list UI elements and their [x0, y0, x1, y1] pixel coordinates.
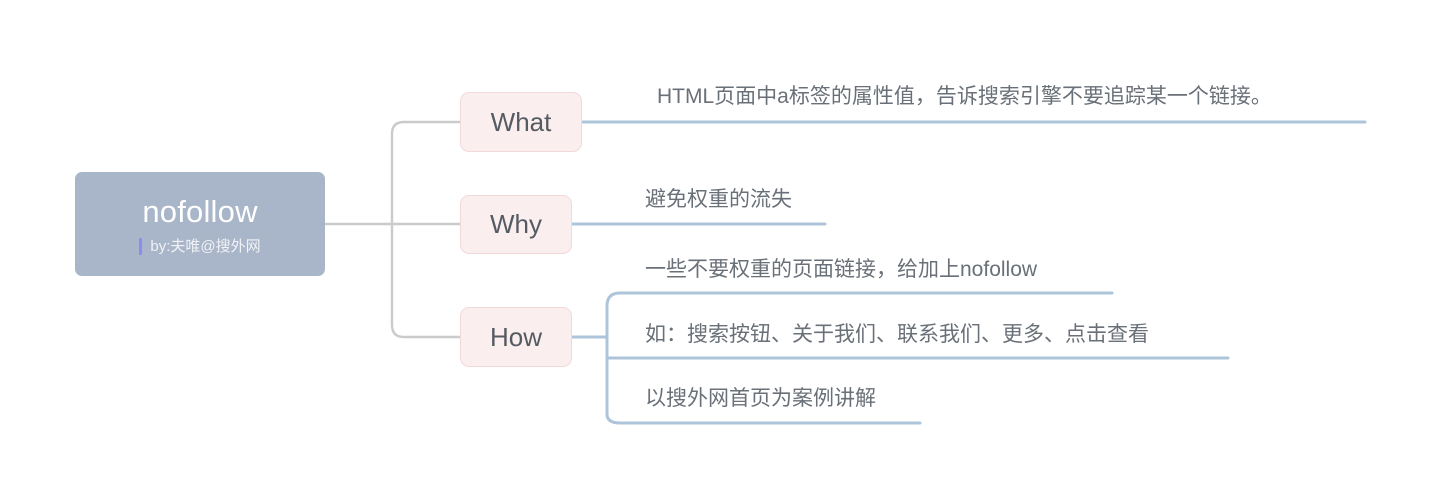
root-title: nofollow — [142, 193, 258, 229]
branch-node-how[interactable]: How — [460, 307, 572, 367]
leaf-text-how-3[interactable]: 以搜外网首页为案例讲解 — [645, 387, 876, 410]
leaf-text-how-2[interactable]: 如：搜索按钮、关于我们、联系我们、更多、点击查看 — [645, 323, 1149, 346]
root-subtitle: by:夫唯@搜外网 — [150, 237, 261, 255]
root-subtitle-group: by:夫唯@搜外网 — [139, 237, 261, 256]
root-node[interactable]: nofollow by:夫唯@搜外网 — [75, 172, 325, 276]
how-child1-underline — [605, 291, 1114, 308]
root-branch-to-what — [390, 120, 462, 226]
leaf-text-what-1[interactable]: HTML页面中a标签的属性值，告诉搜索引擎不要追踪某一个链接。 — [657, 85, 1272, 108]
root-branch-to-how — [390, 222, 462, 339]
leaf-text-how-1[interactable]: 一些不要权重的页面链接，给加上nofollow — [645, 258, 1038, 281]
leaf-text-why-1[interactable]: 避免权重的流失 — [645, 188, 792, 211]
root-connector-group — [323, 120, 462, 339]
accent-bar-icon — [139, 238, 143, 255]
branch-node-what[interactable]: What — [460, 92, 582, 152]
how-child3-underline — [605, 412, 922, 425]
branch-node-why[interactable]: Why — [460, 195, 572, 254]
